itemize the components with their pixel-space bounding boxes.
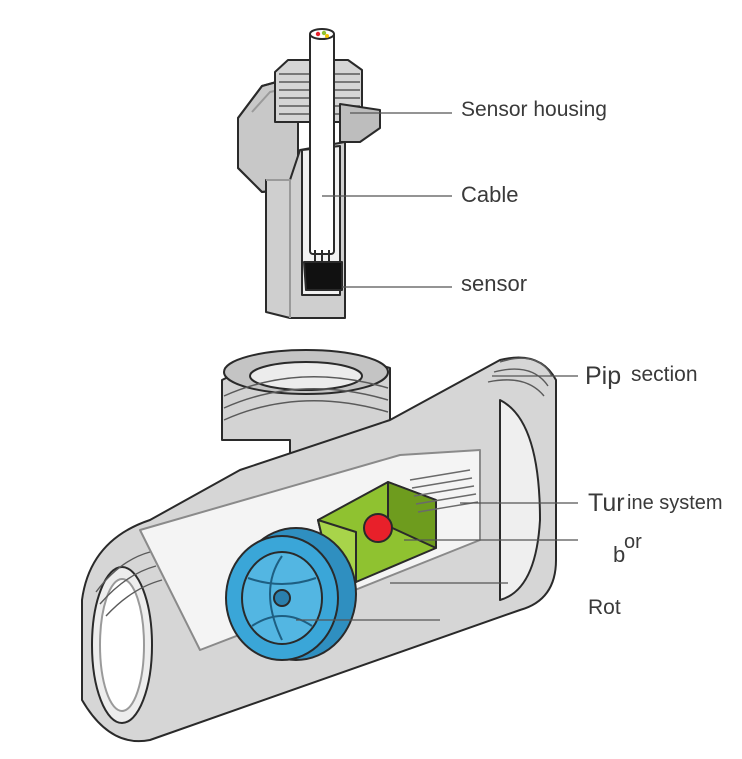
label-pipe-part1: Pip [585, 362, 622, 390]
leader-lines [296, 112, 578, 621]
label-cable: Cable [461, 182, 519, 207]
label-bor-or: or [624, 531, 642, 553]
label-pipe-part2: section [631, 363, 698, 386]
label-turbine-part1: Tur [588, 489, 625, 517]
label-rotor: Rot [588, 596, 621, 619]
label-sensor-housing: Sensor housing [461, 98, 607, 121]
label-bor-b: b [613, 542, 626, 567]
rotor [225, 527, 357, 661]
sensor-housing [237, 28, 381, 319]
label-sensor: sensor [461, 271, 528, 296]
label-turbine-part2: ine system [627, 492, 723, 514]
